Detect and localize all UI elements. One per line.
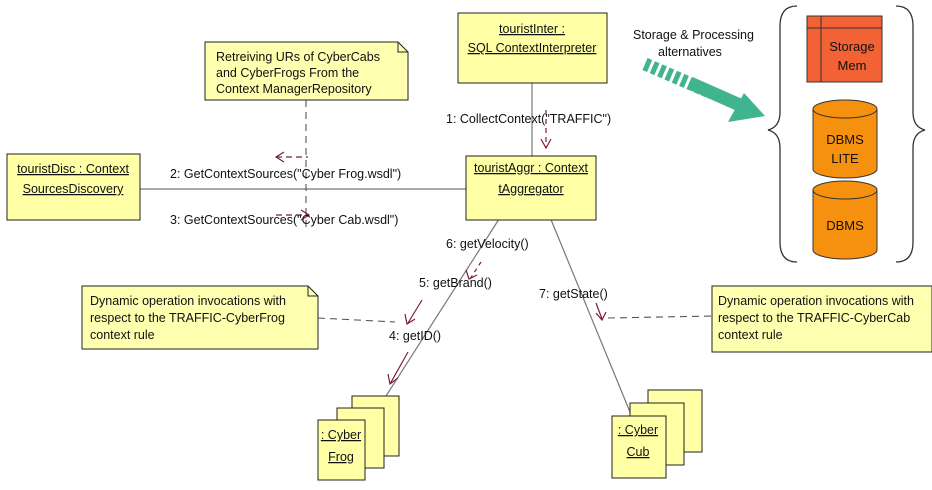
aggregator-name-2: tAggregator [498, 182, 563, 196]
message-label-3: 3: GetContextSources("Cyber Cab.wsdl") [170, 213, 398, 227]
note-cab-rule: Dynamic operation invocations with respe… [711, 285, 932, 353]
note-retrieve-line-1: Retreiving URs of CyberCabs [216, 50, 380, 64]
object-frog-stack: : Cyber Frog [317, 395, 400, 481]
discovery-name-1: touristDisc : Context [17, 162, 129, 176]
message-label-7: 7: getState() [539, 287, 608, 301]
interpreter-name-2: SQL ContextInterpreter [468, 41, 597, 55]
object-discovery: touristDisc : Context SourcesDiscovery [6, 153, 141, 221]
discovery-name-2: SourcesDiscovery [23, 182, 124, 196]
storage-mem: Storage Mem [806, 15, 883, 83]
frog-name-1: : Cyber [321, 428, 361, 442]
message-arrow-7 [595, 302, 607, 322]
storage-caption-1: Storage & Processing [633, 28, 754, 42]
object-cub-stack: : Cyber Cub [611, 389, 703, 479]
message-label-5: 5: getBrand() [419, 276, 492, 290]
left-brace-icon [767, 5, 798, 263]
object-interpreter: touristInter : SQL ContextInterpreter [457, 12, 608, 84]
dbms-label: DBMS [826, 218, 864, 233]
big-arrow-icon [642, 58, 765, 122]
storage-caption-2: alternatives [658, 45, 722, 59]
message-label-1: 1: CollectContext("TRAFFIC") [446, 112, 611, 126]
message-label-4: 4: getID() [389, 329, 441, 343]
note-cab-rule-line-3: context rule [718, 328, 783, 342]
dbms-lite-cylinder: DBMS LITE [812, 99, 878, 179]
message-label-6: 6: getVelocity() [446, 237, 529, 251]
message-arrow-3 [276, 209, 311, 221]
note-frog-rule-line-3: context rule [90, 328, 155, 342]
message-arrow-1 [540, 110, 552, 150]
frog-name-2: Frog [328, 450, 354, 464]
message-arrow-2 [274, 151, 308, 163]
storage-mem-label-1: Storage [829, 39, 875, 54]
note-cab-rule-line-2: respect to the TRAFFIC-CyberCab [718, 311, 910, 325]
aggregator-name-1: touristAggr : Context [474, 161, 588, 175]
message-arrow-4 [387, 351, 409, 386]
dbms-lite-label-2: LITE [831, 151, 859, 166]
note-frog-rule-line-1: Dynamic operation invocations with [90, 294, 286, 308]
note-frog-rule-line-2: respect to the TRAFFIC-CyberFrog [90, 311, 285, 325]
note-cab-rule-line-1: Dynamic operation invocations with [718, 294, 914, 308]
dbms-cylinder: DBMS [812, 180, 878, 260]
storage-mem-label-2: Mem [838, 58, 867, 73]
cub-name-1: : Cyber [618, 423, 658, 437]
anchor-frog-note [317, 317, 396, 323]
link-aggregator-cub [544, 204, 631, 413]
message-label-2: 2: GetContextSources("Cyber Frog.wsdl") [170, 167, 401, 181]
dbms-lite-label-1: DBMS [826, 132, 864, 147]
cub-name-2: Cub [627, 445, 650, 459]
note-retrieve-line-3: Context ManagerRepository [216, 82, 372, 96]
message-arrow-5 [404, 299, 423, 325]
note-retrieve: Retreiving URs of CyberCabs and CyberFro… [204, 41, 409, 101]
right-brace-icon [895, 5, 926, 263]
link-aggregator-frog [371, 204, 509, 419]
note-retrieve-line-2: and CyberFrogs From the [216, 66, 359, 80]
anchor-cab-note [607, 315, 715, 319]
note-frog-rule: Dynamic operation invocations with respe… [81, 285, 319, 350]
object-aggregator: touristAggr : Context tAggregator [465, 155, 597, 221]
message-arrow-6 [465, 261, 482, 280]
interpreter-name-1: touristInter : [499, 22, 565, 36]
